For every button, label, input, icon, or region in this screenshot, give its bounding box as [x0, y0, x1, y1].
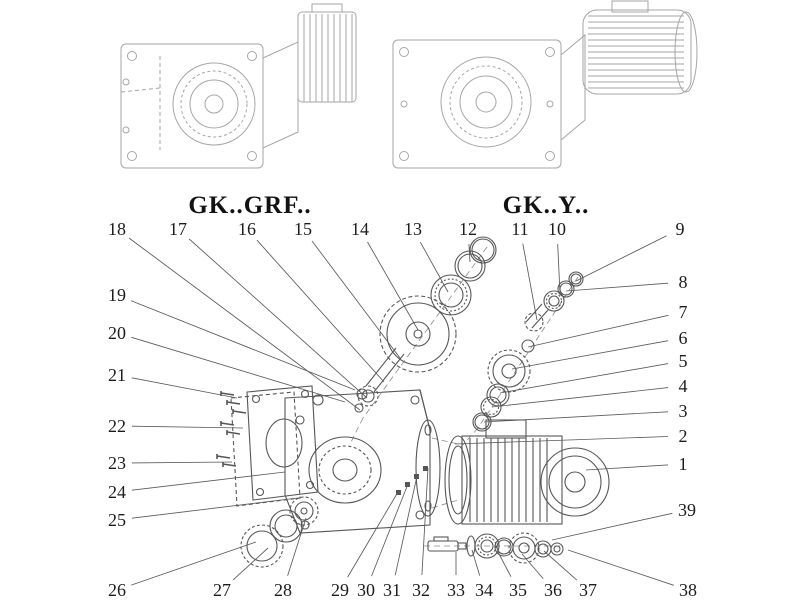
callout-22: 22 [108, 416, 126, 436]
callout-9: 9 [675, 219, 685, 239]
callout-33: 33 [447, 580, 465, 600]
leader-line-25 [131, 497, 299, 519]
leader-line-32 [421, 467, 429, 576]
callout-39: 39 [678, 500, 696, 520]
callout-38: 38 [679, 580, 697, 600]
exploded-assembly [216, 236, 610, 568]
motor-flange-bolts [396, 466, 428, 495]
callout-15: 15 [294, 219, 312, 239]
variant-label-gk-y: GK..Y.. [502, 192, 590, 219]
leader-line-16 [256, 239, 385, 383]
leader-line-23 [131, 461, 233, 464]
leader-line-24 [131, 471, 286, 491]
leader-line-31 [394, 475, 418, 576]
callout-1: 1 [678, 454, 688, 474]
intermediate-gear-train [354, 236, 497, 413]
callout-4: 4 [678, 376, 688, 396]
callout-27: 27 [213, 580, 231, 600]
leader-line-35 [497, 551, 512, 577]
callout-leader-lines [128, 235, 674, 586]
leader-line-27 [232, 547, 269, 581]
leader-line-36 [521, 553, 544, 579]
leader-line-7 [527, 314, 669, 348]
callout-7: 7 [678, 302, 688, 322]
callout-13: 13 [404, 219, 422, 239]
callout-32: 32 [412, 580, 430, 600]
leader-line-3 [483, 411, 669, 423]
variant-label-gk-grf: GK..GRF.. [188, 192, 312, 219]
callout-17: 17 [169, 219, 187, 239]
leader-line-30 [371, 483, 409, 577]
leader-line-5 [499, 363, 669, 394]
callout-31: 31 [383, 580, 401, 600]
leader-line-6 [511, 340, 669, 370]
callout-14: 14 [351, 219, 369, 239]
leader-line-17 [188, 238, 368, 399]
callout-19: 19 [108, 285, 126, 305]
callout-28: 28 [274, 580, 292, 600]
callout-8: 8 [678, 272, 688, 292]
leader-line-11 [522, 243, 538, 321]
callout-36: 36 [544, 580, 562, 600]
leader-line-29 [347, 491, 399, 578]
callout-26: 26 [108, 580, 126, 600]
leader-line-4 [491, 387, 669, 408]
callout-20: 20 [108, 323, 126, 343]
leader-line-28 [287, 517, 307, 576]
leader-line-38 [567, 549, 674, 586]
leader-line-21 [131, 377, 238, 399]
callout-12: 12 [459, 219, 477, 239]
leader-line-26 [131, 541, 257, 586]
leader-line-22 [131, 425, 244, 429]
callout-29: 29 [331, 580, 349, 600]
leader-line-13 [419, 241, 449, 293]
assembly-axes [349, 246, 579, 547]
leader-line-2 [454, 436, 669, 445]
callout-30: 30 [357, 580, 375, 600]
cover-bolts [216, 391, 247, 467]
leader-line-14 [367, 241, 419, 331]
callout-10: 10 [548, 219, 566, 239]
callout-34: 34 [475, 580, 493, 600]
callout-25: 25 [108, 510, 126, 530]
callout-24: 24 [108, 482, 126, 502]
callout-3: 3 [678, 401, 688, 421]
callout-23: 23 [108, 453, 126, 473]
leader-line-12 [468, 243, 471, 263]
cover-plate-and-gasket [230, 385, 319, 507]
callout-6: 6 [678, 328, 688, 348]
output-ring-gear-stack [240, 496, 319, 568]
callout-18: 18 [108, 219, 126, 239]
leader-line-10 [557, 243, 561, 295]
callout-11: 11 [511, 219, 529, 239]
leader-line-19 [130, 300, 356, 391]
callout-21: 21 [108, 365, 126, 385]
sketch-gk-y [392, 0, 698, 169]
callout-35: 35 [509, 580, 527, 600]
leader-line-39 [551, 512, 673, 541]
leader-line-18 [128, 237, 361, 411]
leader-line-9 [575, 235, 667, 282]
output-shaft-assembly [427, 532, 564, 564]
leader-line-1 [585, 464, 669, 471]
leader-line-15 [311, 240, 401, 359]
gear-housing [284, 388, 441, 534]
leader-line-37 [543, 550, 578, 581]
input-bevel-train [472, 271, 584, 432]
callout-2: 2 [678, 426, 688, 446]
electric-motor [444, 419, 610, 525]
leader-line-34 [471, 549, 481, 576]
callout-16: 16 [238, 219, 256, 239]
leader-line-8 [565, 282, 669, 292]
sketch-gk-grf [120, 3, 357, 169]
leader-line-20 [131, 336, 346, 403]
callout-5: 5 [678, 351, 688, 371]
callout-37: 37 [579, 580, 597, 600]
